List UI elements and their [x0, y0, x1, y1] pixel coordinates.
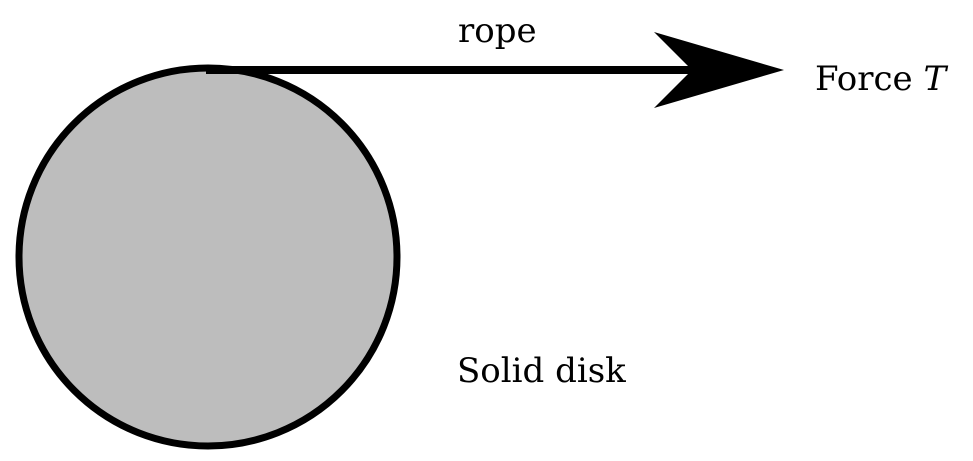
force-label-prefix: Force [815, 59, 923, 99]
force-arrowhead [654, 32, 784, 108]
rope-label: rope [458, 11, 537, 51]
force-label: Force T [815, 59, 948, 99]
disk-label: Solid disk [457, 351, 626, 391]
solid-disk [15, 64, 401, 450]
force-symbol: T [923, 59, 948, 99]
